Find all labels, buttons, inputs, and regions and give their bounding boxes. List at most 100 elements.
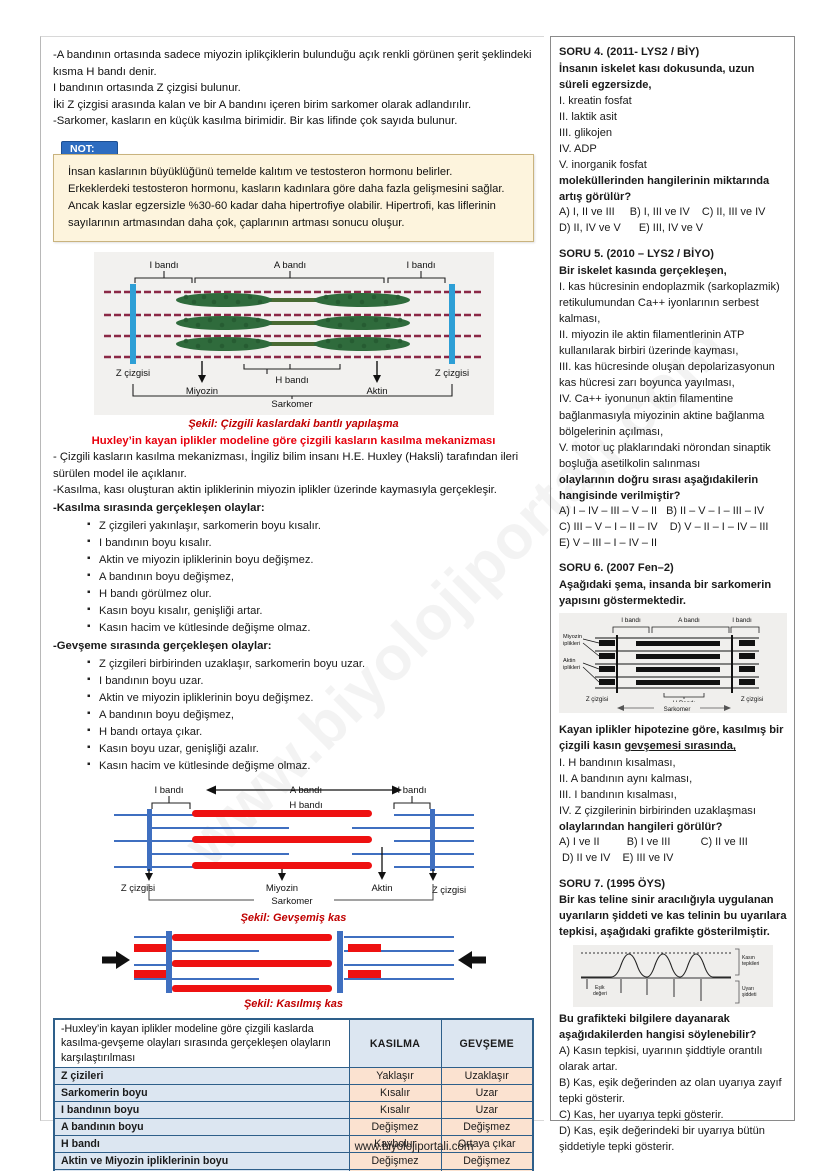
list-item: Kasın hacim ve kütlesinde değişme olmaz. [87, 619, 534, 637]
q7-label-threshold-2: değeri [593, 991, 607, 997]
list-item: I bandının boyu uzar. [87, 672, 534, 690]
q4-item: V. inorganik fosfat [559, 159, 647, 172]
q6-item: III. I bandının kısalması, [559, 788, 677, 801]
q4-options[interactable]: A) I, II ve III B) I, III ve IV C) II, I… [559, 206, 766, 235]
q7-label-threshold-1: Eşik [595, 985, 605, 991]
q6-options[interactable]: A) I ve II B) I ve III C) II ve III D) I… [559, 835, 748, 864]
fig2-label-myosin: Miyozin [265, 883, 297, 894]
q6-ask: olaylarından hangileri görülür? [559, 820, 723, 833]
intro-line-2: I bandının ortasında Z çizgisi bulunur. [53, 80, 534, 97]
intro-text-4: -Sarkomer, kasların en küçük kasılma bir… [53, 115, 458, 128]
fig2-label-i-band-left: I bandı [154, 785, 183, 796]
q7-ask: Bu grafikteki bilgilere dayanarak aşağıd… [559, 1012, 757, 1041]
q7-option[interactable]: D) Kas, eşik değerindeki bir uyarıya büt… [559, 1125, 765, 1154]
fig2-z-line-left [146, 809, 152, 872]
fig1-label-z-right: Z çizgisi [434, 368, 468, 379]
q5-ask: olaylarının doğru sırası aşağıdakilerin … [559, 473, 759, 502]
list-item: A bandının boyu değişmez, [87, 706, 534, 724]
list-item: Kasın boyu kısalır, genişliği artar. [87, 602, 534, 620]
relaxation-list: Z çizgileri birbirinden uzaklaşır, sarko… [53, 655, 534, 775]
fig1-label-sarcomere: Sarkomer [271, 399, 312, 408]
note-body: İnsan kaslarının büyüklüğünü temelde kal… [53, 153, 534, 243]
row-gevseme: Uzar [440, 1084, 534, 1103]
q4-stem: İnsanın iskelet kası dokusunda, uzun sür… [559, 62, 755, 91]
contraction-list: Z çizgileri yakınlaşır, sarkomerin boyu … [53, 517, 534, 637]
table-row: Kasın boyu Kısalır Uzar [53, 1169, 534, 1171]
fig3-z-line-left [165, 931, 172, 994]
fig2-z-line-right [429, 809, 435, 872]
intro-line-4: -Sarkomer, kasların en küçük kasılma bir… [53, 113, 534, 130]
q6-label-actin-1: Aktin [563, 658, 575, 664]
intro-line-1: -A bandının ortasında sadece miyozin ipl… [53, 47, 534, 80]
q7-option[interactable]: B) Kas, eşik değerinden az olan uyarıya … [559, 1076, 782, 1105]
table-row: A bandının boyu Değişmez Değişmez [53, 1118, 534, 1137]
question-6: SORU 6. (2007 Fen–2) Aşağıdaki şema, ins… [559, 561, 787, 866]
q6-item: II. A bandının aynı kalması, [559, 772, 693, 785]
fig2-label-z-right: Z çizgisi [431, 885, 465, 896]
q4-title: SORU 4. (2011- LYS2 / BİY) [559, 46, 700, 58]
list-item: H bandı görülmez olur. [87, 585, 534, 603]
row-gevseme: Değişmez [440, 1152, 534, 1171]
list-item: Z çizgileri yakınlaşır, sarkomerin boyu … [87, 517, 534, 535]
row-kasilma: Yaklaşır [348, 1067, 442, 1086]
row-label: I bandının boyu [53, 1101, 350, 1120]
row-label: Sarkomerin boyu [53, 1084, 350, 1103]
row-kasilma: Kısalır [348, 1084, 442, 1103]
fig2-label-sarcomere: Sarkomer [271, 896, 312, 907]
contraction-heading: -Kasılma sırasında gerçekleşen olaylar: [53, 502, 265, 515]
figure3-caption: Şekil: Kasılmış kas [243, 998, 344, 1011]
q6-label-a-band: A bandı [678, 617, 700, 624]
q4-item: IV. ADP [559, 143, 597, 156]
q6-item: I. H bandının kısalması, [559, 756, 676, 769]
q5-item: I. kas hücresinin endoplazmik (sarkoplaz… [559, 280, 780, 326]
table-row: I bandının boyu Kısalır Uzar [53, 1101, 534, 1120]
figure1-caption: Şekil: Çizgili kaslardaki bantlı yapılaş… [188, 418, 399, 431]
huxley-heading: Huxley’in kayan iplikler modeline göre ç… [91, 435, 496, 448]
q6-title: SORU 6. (2007 Fen–2) [559, 562, 674, 575]
row-label: Aktin ve Miyozin ipliklerinin boyu [53, 1152, 350, 1171]
page-content: -A bandının ortasında sadece miyozin ipl… [40, 36, 795, 1171]
q6-stem2: Kayan iplikler hipotezine göre, kasılmış… [559, 724, 784, 753]
question-5: SORU 5. (2010 – LYS2 / BİYO) Bir iskelet… [559, 247, 787, 551]
table-header-description: -Huxley’in kayan iplikler modeline göre … [53, 1018, 350, 1069]
q5-item: III. kas hücresinde oluşan depolarizasyo… [559, 361, 775, 390]
list-item: I bandının boyu kısalır. [87, 534, 534, 552]
table-row: Aktin ve Miyozin ipliklerinin boyu Değiş… [53, 1152, 534, 1171]
fig2-label-z-left: Z çizgisi [120, 883, 154, 894]
question-7: SORU 7. (1995 ÖYS) Bir kas teline sinir … [559, 877, 787, 1156]
question-4: SORU 4. (2011- LYS2 / BİY) İnsanın iskel… [559, 45, 787, 237]
comparison-table: -Huxley’in kayan iplikler modeline göre … [53, 1018, 534, 1171]
q5-options[interactable]: A) I – IV – III – V – II B) II – V – I –… [559, 505, 769, 549]
footer-url: www.biyolojiportali.com [354, 1141, 474, 1153]
q6-label-myosin-1: Miyozin [563, 634, 582, 640]
q7-option[interactable]: C) Kas, her uyarıya tepki gösterir. [559, 1108, 724, 1121]
row-kasilma: Değişmez [348, 1152, 442, 1171]
fig2-label-actin: Aktin [371, 883, 392, 894]
q6-stem: Aşağıdaki şema, insanda bir sarkomerin y… [559, 579, 772, 608]
q7-stem: Bir kas teline sinir aracılığıyla uygula… [559, 894, 787, 939]
relaxed-muscle-figure: I bandı A bandı I bandı H bandı [53, 781, 534, 909]
force-arrow-right [457, 951, 486, 970]
contracted-muscle-figure [53, 929, 534, 995]
row-gevseme: Uzaklaşır [440, 1067, 534, 1086]
q4-item: III. glikojen [559, 127, 613, 140]
q6-label-z-right: Z çizgisi [741, 696, 763, 703]
fig2-label-i-band-right: I bandı [397, 785, 426, 796]
row-label: Z çizileri [53, 1067, 350, 1086]
fig2-label-h-band: H bandı [289, 800, 322, 811]
fig1-label-i-band-left: I bandı [149, 260, 178, 271]
q7-response-curve [581, 952, 731, 978]
fig1-label-i-band-right: I bandı [406, 260, 435, 271]
row-gevseme: Değişmez [440, 1118, 534, 1137]
intro-text-2: I bandının ortasında Z çizgisi bulunur. [53, 82, 241, 95]
fig3-z-line-right [336, 931, 343, 994]
q6-label-i-band-left: I bandı [621, 617, 641, 624]
q7-option[interactable]: A) Kasın tepkisi, uyarının şiddtiyle ora… [559, 1044, 763, 1073]
q4-ask: moleküllerinden hangilerinin miktarında … [559, 175, 770, 204]
q6-label-sarcomere: Sarkomer [664, 706, 691, 713]
table-header-kasilma: KASILMA [348, 1018, 442, 1069]
q6-label-i-band-right: I bandı [732, 617, 752, 624]
relaxation-heading: -Gevşeme sırasında gerçekleşen olaylar: [53, 640, 272, 653]
note-line-1: İnsan kaslarının büyüklüğünü temelde kal… [68, 165, 453, 178]
